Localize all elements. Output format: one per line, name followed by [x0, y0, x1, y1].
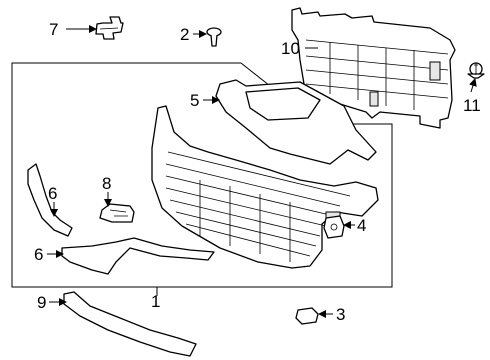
emblem-part	[95, 16, 124, 40]
callout-6-upper: 6	[48, 184, 57, 203]
leader-lines	[47, 25, 477, 318]
callout-4: 4	[357, 216, 366, 235]
callout-labels: 7 2 10 11 5 8 6 4 6 1 9 3	[34, 20, 481, 324]
callout-1: 1	[151, 292, 160, 311]
callout-10: 10	[281, 39, 300, 58]
side-molding-upper-part	[27, 163, 73, 237]
upper-trim-part	[215, 79, 377, 165]
callout-3: 3	[336, 305, 345, 324]
callout-2: 2	[180, 25, 189, 44]
lower-molding-part	[63, 291, 197, 357]
callout-7: 7	[49, 20, 58, 39]
small-clip-part	[295, 307, 319, 325]
callout-9: 9	[37, 293, 46, 312]
push-pin-part	[206, 27, 222, 47]
shutter-assembly-part	[291, 7, 456, 129]
clip-part	[467, 62, 485, 79]
callout-6-lower: 6	[34, 245, 43, 264]
retainer-nut-part	[323, 215, 345, 239]
leader-11	[469, 78, 477, 93]
callout-8: 8	[102, 174, 111, 193]
chevron-molding-part	[61, 237, 215, 275]
callout-11: 11	[463, 96, 481, 115]
bracket-part	[99, 203, 135, 223]
callout-5: 5	[190, 91, 199, 110]
